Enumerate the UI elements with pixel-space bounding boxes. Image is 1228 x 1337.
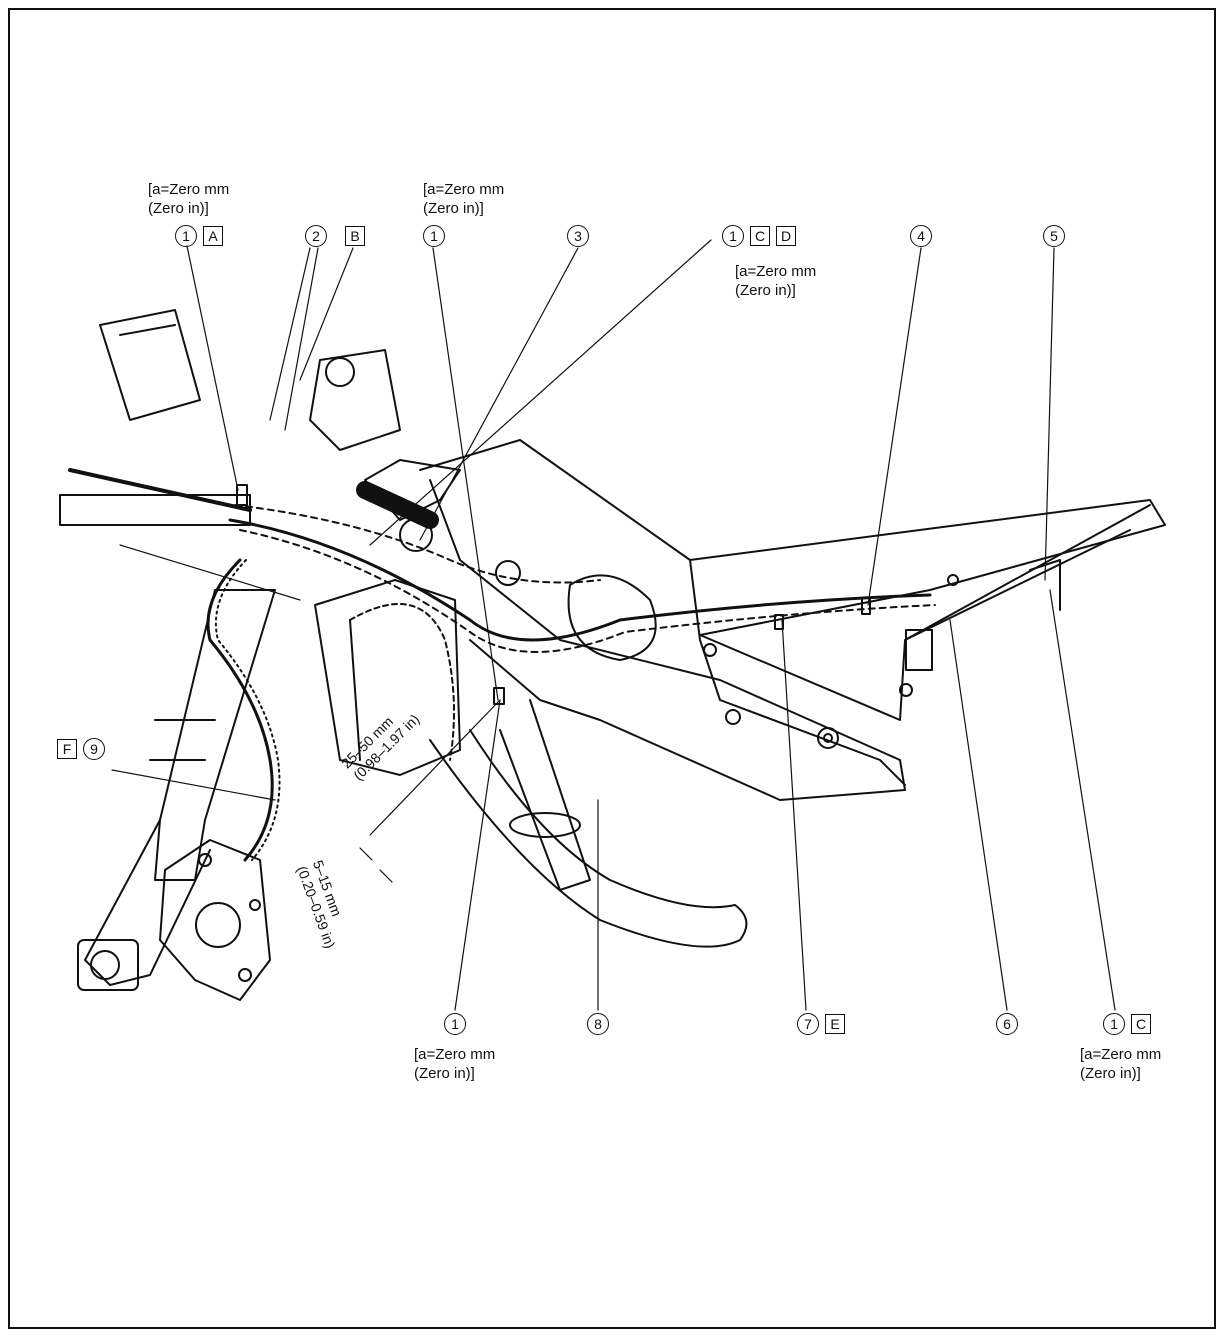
frame-rear-stay bbox=[699, 529, 1131, 721]
callout-letter-box: E bbox=[825, 1014, 845, 1034]
frame-upper-rail bbox=[419, 439, 1166, 636]
front-fork bbox=[154, 589, 276, 881]
diagram-frame bbox=[8, 8, 1216, 1329]
callout-number: 3 bbox=[567, 225, 589, 247]
callout-1-c-spec: [a=Zero mm (Zero in)] bbox=[1080, 1046, 1162, 1082]
callout-1-a: 1 A bbox=[175, 225, 223, 247]
callout-1-bottom: 1 bbox=[444, 1013, 466, 1035]
callout-6: 6 bbox=[996, 1013, 1018, 1035]
callout-letter-box: B bbox=[345, 226, 365, 246]
callout-number: 1 bbox=[423, 225, 445, 247]
wire-harness bbox=[228, 518, 932, 642]
frame-lower-panel bbox=[689, 559, 906, 786]
callout-8: 8 bbox=[587, 1013, 609, 1035]
callout-number: 8 bbox=[587, 1013, 609, 1035]
callout-1-top: 1 bbox=[423, 225, 445, 247]
callout-letter-box: C bbox=[750, 226, 770, 246]
callout-1-c-d-spec: [a=Zero mm (Zero in)] bbox=[735, 263, 817, 299]
callout-number: 5 bbox=[1043, 225, 1065, 247]
callout-number: 9 bbox=[83, 738, 105, 760]
throttle-body bbox=[309, 349, 401, 451]
callout-letter-box: D bbox=[776, 226, 796, 246]
callout-7-e: 7 E bbox=[797, 1013, 845, 1035]
battery-box bbox=[314, 579, 461, 776]
callout-letter-box: F bbox=[57, 739, 77, 759]
callout-number: 1 bbox=[1103, 1013, 1125, 1035]
callout-1-top-spec: [a=Zero mm (Zero in)] bbox=[423, 181, 505, 217]
exhaust-pipe bbox=[429, 729, 748, 948]
handlebar-switch bbox=[99, 309, 201, 421]
callout-1-c: 1 C bbox=[1103, 1013, 1151, 1035]
callout-number: 1 bbox=[722, 225, 744, 247]
callout-9-f: F 9 bbox=[57, 738, 105, 760]
cable-loop bbox=[349, 603, 455, 761]
handlebar bbox=[59, 494, 251, 526]
callout-1-bottom-spec: [a=Zero mm (Zero in)] bbox=[414, 1046, 496, 1082]
callout-letter-box: A bbox=[203, 226, 223, 246]
callout-1-a-spec: [a=Zero mm (Zero in)] bbox=[148, 181, 230, 217]
callout-number: 1 bbox=[444, 1013, 466, 1035]
callout-5: 5 bbox=[1043, 225, 1065, 247]
brake-hose bbox=[206, 558, 274, 862]
callout-number: 1 bbox=[175, 225, 197, 247]
callout-number: 4 bbox=[910, 225, 932, 247]
callout-number: 7 bbox=[797, 1013, 819, 1035]
callout-letter-box: C bbox=[1131, 1014, 1151, 1034]
callout-4: 4 bbox=[910, 225, 932, 247]
downtube bbox=[499, 699, 591, 891]
brake-caliper bbox=[159, 839, 271, 1001]
callout-3: 3 bbox=[567, 225, 589, 247]
callout-number: 2 bbox=[305, 225, 327, 247]
frame-main-body bbox=[429, 479, 906, 801]
callout-1-c-d: 1 C D bbox=[722, 225, 796, 247]
callout-number: 6 bbox=[996, 1013, 1018, 1035]
callout-2-b: 2 B bbox=[305, 225, 365, 247]
